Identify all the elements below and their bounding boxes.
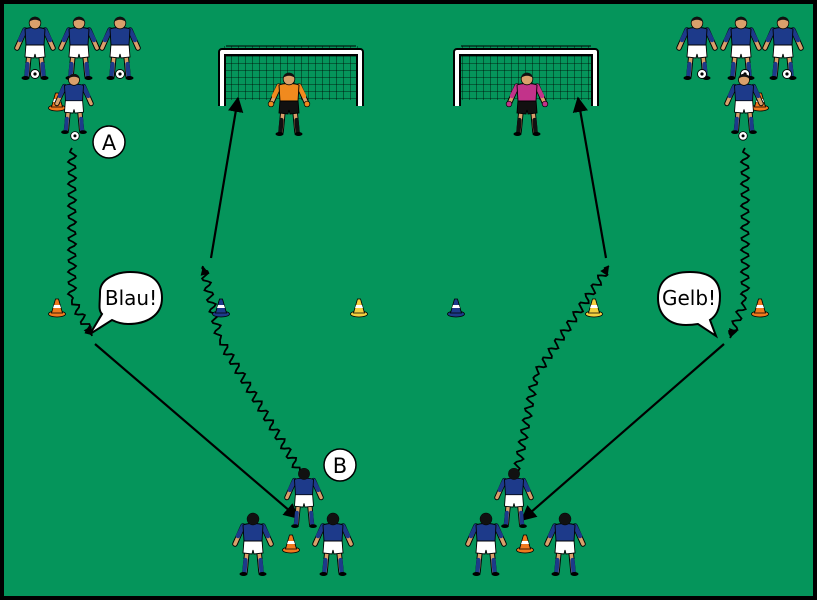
player-queue-left-1	[14, 16, 56, 80]
cone-blue-right	[447, 298, 465, 318]
pass-arrows	[94, 96, 725, 522]
goalkeeper-right	[505, 72, 549, 136]
dribble-paths	[66, 147, 751, 473]
player-queue-right-1	[676, 16, 718, 80]
player-queue-right-3	[762, 16, 804, 80]
dribble-path-b	[200, 265, 301, 472]
call-yellow-label: Gelb!	[662, 286, 716, 310]
player-bottom-4	[544, 512, 586, 576]
dribble-path-right-arrowhead	[729, 327, 738, 338]
call-blue-label: Blau!	[105, 286, 157, 310]
dribble-path-right	[728, 147, 751, 339]
player-bottom-1	[232, 512, 274, 576]
goalkeeper-left	[267, 72, 311, 136]
player-b-marker: B	[323, 448, 357, 482]
pass-arrow-left	[94, 343, 300, 520]
player-b	[284, 467, 324, 528]
dribble-path-b-arrowhead	[200, 266, 210, 276]
player-bottom-3	[465, 512, 507, 576]
dribble-path-a	[66, 147, 93, 337]
cone-orange-right	[751, 298, 769, 318]
player-queue-left-3	[99, 16, 141, 80]
cone-bottom-right	[516, 534, 534, 554]
players	[14, 16, 804, 576]
cone-orange-left	[48, 298, 66, 318]
player-a-label: A	[102, 131, 117, 155]
dribble-path-d	[513, 265, 610, 473]
player-bottom-2	[312, 512, 354, 576]
speech-bubble-blue-call: Blau!	[89, 270, 164, 335]
cone-yellow-left	[350, 298, 368, 318]
player-start-right	[724, 73, 764, 141]
player-b-label: B	[333, 454, 347, 478]
player-a-marker: A	[92, 125, 126, 159]
player-queue-left-2	[58, 16, 100, 80]
cones	[48, 92, 769, 554]
dribble-path-d-arrowhead	[600, 266, 609, 276]
cone-yellow-right	[585, 298, 603, 318]
shot-arrow-right	[572, 96, 608, 259]
player-queue-right-2	[720, 16, 762, 80]
player-d	[494, 467, 534, 528]
player-a	[54, 73, 94, 141]
speech-bubble-yellow-call: Gelb!	[656, 270, 722, 339]
cone-blue-left	[212, 298, 230, 318]
shot-arrow-left	[209, 96, 244, 259]
cone-bottom-left	[282, 534, 300, 554]
pass-arrow-right	[520, 343, 725, 522]
